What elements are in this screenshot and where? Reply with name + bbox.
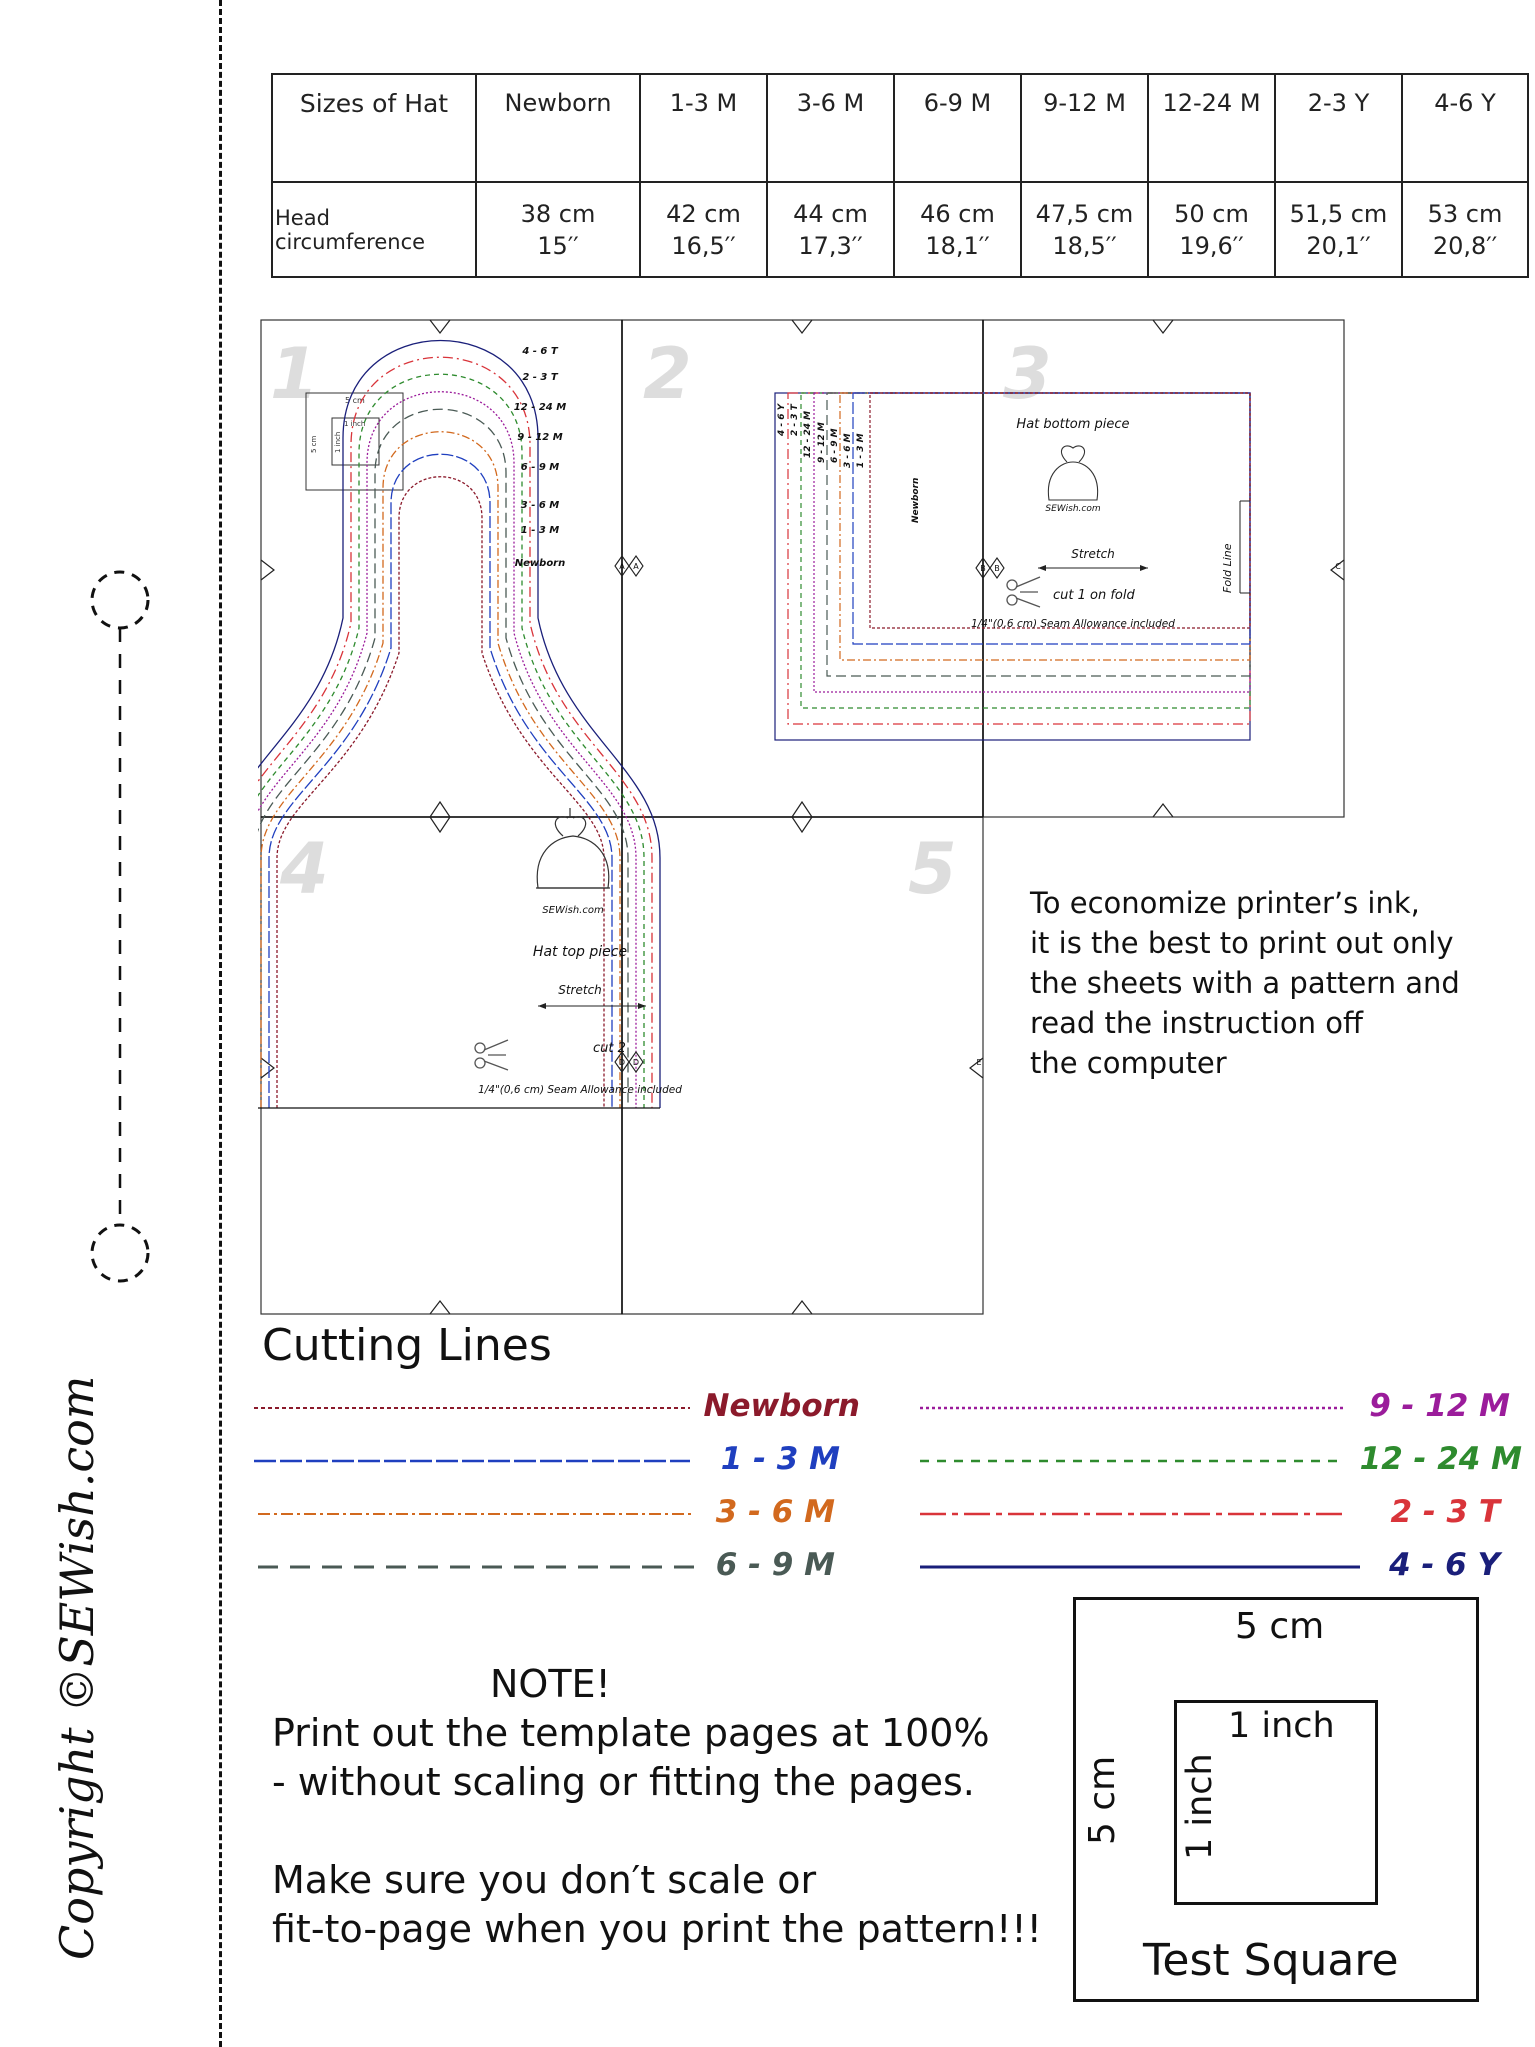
size-label: 2-3 Y <box>1274 73 1403 183</box>
binding-marker-icon <box>90 570 150 1283</box>
mini-test-square: 5 cm 1 inch 5 cm 1 inch <box>305 392 404 491</box>
svg-text:SEWish.com: SEWish.com <box>542 905 604 916</box>
size-label: 3 - 6 M <box>843 433 853 468</box>
print-note: NOTE! Print out the template pages at 10… <box>272 1660 1072 1954</box>
svg-text:B: B <box>980 564 986 573</box>
legend-3-6m: 3 - 6 M <box>715 1494 835 1530</box>
test-square-caption: Test Square <box>1143 1935 1399 1986</box>
svg-text:1/4"(0,6 cm) Seam Allowance in: 1/4"(0,6 cm) Seam Allowance included <box>478 1084 682 1096</box>
sheet-number: 5 <box>908 828 957 910</box>
svg-text:cut 1 on fold: cut 1 on fold <box>1053 588 1135 603</box>
size-label: 1 - 3 M <box>856 433 866 468</box>
svg-text:SEWish.com: SEWish.com <box>1045 504 1101 514</box>
hat-top-labels: SEWish.com Hat top piece Stretch cut 2 1… <box>478 808 682 1096</box>
hat-icon <box>536 808 610 889</box>
size-label: 4 - 6 Y <box>777 402 787 437</box>
svg-text:Hat bottom piece: Hat bottom piece <box>1016 417 1129 432</box>
svg-text:Stretch: Stretch <box>558 983 602 997</box>
sheet-number: 4 <box>279 828 329 910</box>
size-label: 2 - 3 T <box>522 372 559 383</box>
size-label: 12 - 24 M <box>803 411 813 458</box>
cutting-lines-title: Cutting Lines <box>262 1320 552 1371</box>
svg-text:5 cm: 5 cm <box>345 396 365 405</box>
size-label: 9 - 12 M <box>517 432 562 443</box>
table-header-circumference: Head circumference <box>271 181 477 278</box>
svg-text:D: D <box>633 1058 639 1067</box>
scissors-icon <box>474 1039 509 1071</box>
size-label: Newborn <box>515 558 565 569</box>
fold-line-label: Fold Line <box>1221 543 1234 593</box>
cutting-lines-legend <box>254 1406 1360 1569</box>
size-label: 9-12 M <box>1020 73 1149 183</box>
ink-note: To economize printer’s ink, it is the be… <box>1030 886 1460 1080</box>
hat-size-table: Sizes of Hat Newborn 1-3 M 3-6 M 6-9 M 9… <box>271 73 1529 278</box>
size-label: Newborn <box>475 73 641 183</box>
test-square-side-label: 5 cm <box>1082 1755 1123 1845</box>
svg-text:cut 2: cut 2 <box>593 1041 626 1056</box>
size-label: 4 - 6 T <box>521 346 559 357</box>
svg-text:E: E <box>976 1058 981 1067</box>
svg-text:A: A <box>619 562 625 571</box>
size-label: 3-6 M <box>766 73 895 183</box>
svg-text:Stretch: Stretch <box>1071 547 1115 561</box>
hat-bottom-piece-outlines <box>774 392 1251 741</box>
size-label: 6-9 M <box>893 73 1022 183</box>
size-label: Newborn <box>911 478 921 523</box>
size-label: 3 - 6 M <box>521 500 560 511</box>
svg-text:1 inch: 1 inch <box>344 420 365 428</box>
size-label: 9 - 12 M <box>817 422 827 463</box>
legend-9-12m: 9 - 12 M <box>1369 1388 1510 1424</box>
sheet-number: 3 <box>1003 333 1052 415</box>
cut-border-line <box>219 0 222 2047</box>
size-label: 12-24 M <box>1147 73 1276 183</box>
svg-text:1/4"(0,6 cm) Seam Allowance in: 1/4"(0,6 cm) Seam Allowance included <box>971 618 1175 630</box>
svg-text:1 inch: 1 inch <box>334 432 342 453</box>
test-square-inner <box>1174 1700 1378 1905</box>
svg-text:A: A <box>633 562 639 571</box>
svg-text:D: D <box>619 1058 625 1067</box>
svg-text:B: B <box>994 564 1000 573</box>
test-square-inner-side-label: 1 inch <box>1180 1753 1220 1860</box>
svg-text:C: C <box>1335 562 1341 571</box>
svg-text:Hat top piece: Hat top piece <box>533 944 627 960</box>
size-label: 4-6 Y <box>1401 73 1529 183</box>
sheet-number: 2 <box>643 333 692 415</box>
legend-2-3t: 2 - 3 T <box>1390 1494 1500 1530</box>
test-square-top-label: 5 cm <box>1235 1606 1325 1647</box>
size-label: 2 - 3 T <box>790 403 800 436</box>
scissors-icon <box>1006 576 1041 608</box>
table-header-sizes: Sizes of Hat <box>271 73 477 183</box>
sheet-number: 1 <box>270 333 319 415</box>
pattern-layout-diagram: 1 2 3 4 5 5 cm 1 inch 5 cm 1 inch 4 - 6 … <box>258 319 1345 1315</box>
copyright-text: Copyright ©SEWish.com <box>50 1375 104 1960</box>
legend-12-24m: 12 - 24 M <box>1359 1441 1522 1477</box>
legend-4-6y: 4 - 6 Y <box>1389 1547 1500 1583</box>
size-label: 1 - 3 M <box>521 525 560 536</box>
size-label: 6 - 9 M <box>830 428 840 463</box>
size-label: 6 - 9 M <box>521 462 560 473</box>
size-label: 1-3 M <box>639 73 768 183</box>
hat-icon <box>1047 445 1099 501</box>
size-label: 12 - 24 M <box>514 402 566 413</box>
test-square-outer <box>1073 1597 1479 2002</box>
note-title: NOTE! <box>490 1662 611 1706</box>
legend-1-3m: 1 - 3 M <box>720 1441 840 1477</box>
test-square-inner-label: 1 inch <box>1228 1706 1335 1746</box>
hat-top-piece-outlines <box>258 339 661 1109</box>
legend-6-9m: 6 - 9 M <box>715 1547 835 1583</box>
legend-newborn: Newborn <box>703 1388 860 1424</box>
svg-text:5 cm: 5 cm <box>310 435 318 453</box>
